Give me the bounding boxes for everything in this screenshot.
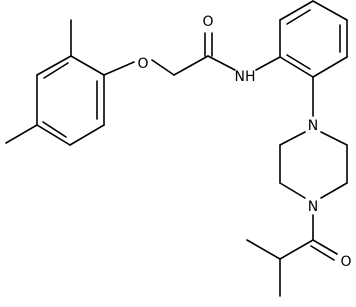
double-bond-inner (42, 121, 67, 138)
methyl-bond (5, 124, 38, 144)
bond (70, 55, 105, 76)
bond-layer (5, 0, 348, 297)
double-bond-inner (43, 62, 69, 79)
methyl-bond (246, 239, 281, 260)
bond (207, 55, 236, 71)
double-bond-inner (286, 9, 311, 25)
bond (69, 124, 105, 146)
bond (279, 131, 306, 146)
bond (320, 182, 348, 199)
bond (36, 55, 72, 76)
bond (173, 55, 209, 76)
bond (279, 56, 314, 78)
atom-label-layer: O O NH N N O (137, 14, 351, 270)
bond (279, 182, 306, 199)
atom-label-amide-nitrogen: NH (235, 69, 256, 85)
carbonyl-double-bond (312, 239, 338, 255)
bond (255, 56, 281, 71)
carbonyl-double-bond (310, 245, 335, 261)
bond (312, 56, 348, 78)
bond (36, 124, 71, 146)
bond (103, 61, 135, 76)
atom-label-ether-oxygen: O (137, 56, 148, 72)
bond (151, 59, 175, 76)
bond (279, 0, 314, 21)
double-bond-inner (286, 54, 311, 70)
atom-label-acyl-oxygen: O (340, 254, 351, 270)
bond (320, 131, 348, 146)
atom-label-carbonyl-oxygen: O (202, 14, 213, 30)
atom-label-piperazine-nitrogen-lower: N (308, 199, 318, 215)
atom-label-piperazine-nitrogen-upper: N (308, 118, 318, 134)
bond (279, 239, 314, 260)
bond (312, 0, 348, 21)
